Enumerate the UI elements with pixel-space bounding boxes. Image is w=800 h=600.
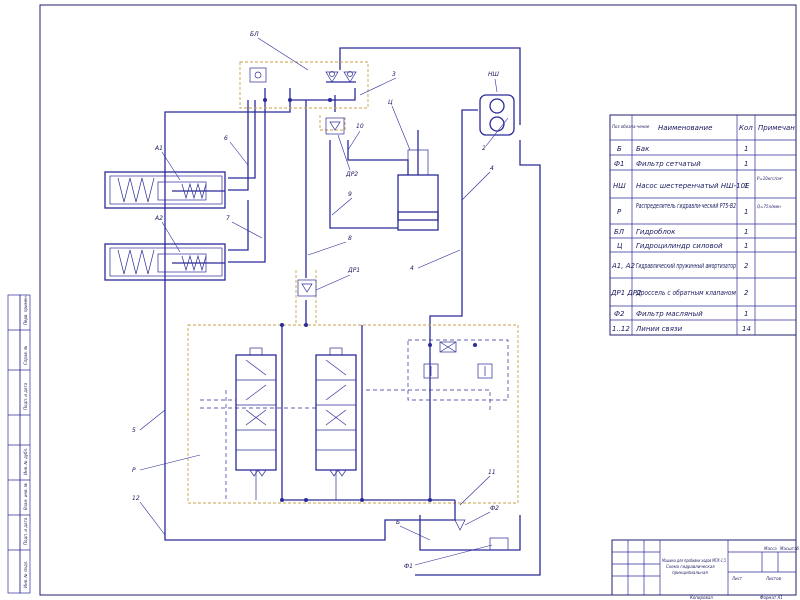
throttle-dr1 (297, 279, 317, 297)
row-qty: 1 (744, 310, 748, 318)
side-label-3: Подп. и дата (23, 382, 28, 410)
row-name: Гидравлический пружинный амортизатор (636, 262, 736, 270)
row-qty: 1 (744, 228, 748, 236)
label-l6: 6 (224, 135, 228, 142)
pump-ns (479, 94, 515, 136)
tank-b (419, 500, 521, 551)
row-qty: 14 (742, 325, 751, 333)
row-name: Бак (636, 145, 650, 153)
row-pos: Б (617, 145, 622, 153)
row-name: Распределитель гидравли-ческий Р75-В2 (636, 202, 736, 210)
row-note: P=10кгс/см² (757, 176, 783, 181)
label-ns: НШ (488, 71, 500, 78)
hydroblock-bl (249, 67, 357, 102)
drawing-frame (39, 4, 797, 596)
row-qty: 1 (744, 208, 748, 216)
title-line3: принципиальная (672, 570, 708, 575)
distributor-p (200, 323, 509, 502)
row-qty: 1 (744, 242, 748, 250)
side-label-2: Справ. № (23, 346, 28, 365)
th-note: Примечан (758, 124, 795, 132)
label-dr1: ДР1 (347, 267, 360, 274)
row-pos: А1, А2 (611, 262, 635, 270)
side-label-4: Инв. № дубл. (23, 448, 28, 475)
label-l8: 8 (348, 235, 352, 242)
row-pos: ДР1 ДР2 (610, 289, 642, 297)
shock-absorber-a2 (104, 243, 226, 281)
row-note: Q=75л/мин (757, 204, 781, 209)
shock-absorber-a1 (104, 171, 226, 209)
title-line2: Схема гидравлическая (666, 564, 715, 569)
side-label-5: Взам. инв. № (23, 483, 28, 510)
side-label-1: Перв. примен. (23, 295, 28, 325)
row-qty: 1 (744, 182, 748, 190)
title-sheet: Лист (731, 576, 743, 581)
row-name: Линии связи (635, 325, 683, 333)
label-l12: 12 (132, 495, 140, 502)
footer-copied: Копировал (690, 595, 713, 600)
side-label-6: Подп. и дата (23, 517, 28, 545)
title-scale: Масштаб (780, 546, 800, 551)
title-sheets: Листов (765, 576, 782, 581)
label-l11: 11 (488, 469, 496, 476)
label-f2: Ф2 (490, 505, 499, 512)
row-name: Гидроблок (636, 228, 676, 236)
label-l4b: 4 (410, 265, 414, 272)
row-name: Фильтр сетчатый (636, 160, 701, 168)
row-pos: Ф1 (614, 160, 624, 168)
label-dr2: ДР2 (345, 171, 358, 178)
row-name: Фильтр масляный (636, 310, 703, 318)
row-pos: БЛ (614, 228, 625, 236)
side-label-7: Инв. № подл. (23, 560, 28, 588)
label-l2: 2 (482, 145, 486, 152)
row-pos: НШ (613, 182, 626, 190)
row-name: Гидроцилиндр силовой (636, 242, 723, 250)
pilot-lines (187, 61, 519, 504)
label-l10: 10 (356, 123, 364, 130)
row-qty: 2 (744, 262, 749, 270)
title-line1: Машина для пробивки ходов МПХ-1,5 (662, 558, 726, 563)
label-l5: 5 (132, 427, 136, 434)
row-qty: 2 (744, 289, 749, 297)
row-name: Дроссель с обратным клапаном (635, 289, 736, 297)
row-pos: 1..12 (612, 325, 630, 333)
label-f1: Ф1 (404, 563, 413, 570)
footer-format: Формат А1 (760, 595, 783, 600)
left-strip: Перв. примен. Справ. № Подп. и дата Инв.… (7, 294, 31, 594)
label-a1: А1 (154, 145, 163, 152)
th-pos: Поз обозна-чение (612, 124, 650, 129)
th-name: Наименование (658, 124, 712, 132)
row-qty: 1 (744, 160, 748, 168)
label-b: Б (396, 519, 400, 526)
title-block: Машина для пробивки ходов МПХ-1,5 Схема … (611, 539, 800, 596)
label-z: Ц (388, 99, 393, 106)
label-l4a: 4 (490, 165, 494, 172)
row-name: Насос шестеренчатый НШ-10Е (636, 182, 750, 190)
label-l7: 7 (226, 215, 230, 222)
th-qty: Кол (739, 124, 753, 132)
label-a2: А2 (154, 215, 163, 222)
row-pos: Р (617, 208, 622, 216)
title-mass: Масса (764, 546, 777, 551)
row-qty: 1 (744, 145, 748, 153)
label-r: Р (132, 467, 136, 474)
row-pos: Ц (617, 242, 623, 250)
pipe-lines (164, 47, 541, 576)
row-pos: Ф2 (614, 310, 625, 318)
label-l9: 9 (348, 191, 352, 198)
label-bl: БЛ (250, 31, 259, 38)
throttle-dr2 (325, 117, 345, 135)
parts-table: Поз обозна-чение Наименование Кол Примеч… (609, 114, 797, 336)
hydrocylinder-z (397, 130, 439, 231)
callouts: БЛ НШ 3 Ц 10 2 4 6 А1 ДР2 9 А2 7 8 4 ДР1… (132, 31, 509, 570)
label-l3: 3 (392, 71, 396, 78)
